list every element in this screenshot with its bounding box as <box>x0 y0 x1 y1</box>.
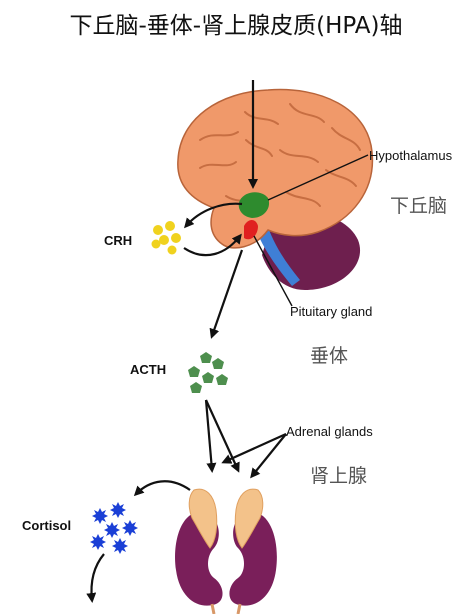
pointer-adrenal-right <box>250 433 287 479</box>
arrow-adrenal-to-cortisol <box>133 480 191 497</box>
hypothalamus-region <box>238 192 270 218</box>
label-cortisol: Cortisol <box>22 518 71 533</box>
label-pituitary-zh: 垂体 <box>310 345 348 367</box>
label-acth: ACTH <box>130 362 166 377</box>
diagram-title: 下丘脑-垂体-肾上腺皮质(HPA)轴 <box>69 13 403 39</box>
label-adrenal: Adrenal glands <box>286 424 373 439</box>
arrow-crh-to-pituitary <box>183 233 242 257</box>
label-pituitary: Pituitary gland <box>290 304 372 319</box>
right-ureter <box>236 603 242 614</box>
right-adrenal <box>234 488 264 549</box>
pointer-pituitary <box>253 235 293 307</box>
brain-illustration <box>177 88 374 290</box>
arrow-acth-to-adrenal-left <box>204 399 217 473</box>
acth-molecules <box>188 352 228 393</box>
cortisol-molecules <box>90 502 138 554</box>
arrow-hypothalamus-to-crh <box>184 202 243 229</box>
left-adrenal <box>188 488 218 549</box>
arrows <box>86 80 287 603</box>
kidneys-illustration <box>175 488 277 614</box>
left-ureter <box>210 603 216 614</box>
pointer-adrenal-left <box>221 432 287 464</box>
pointer-hypothalamus <box>267 154 369 201</box>
pituitary-region <box>244 220 258 240</box>
crh-molecules <box>151 221 181 255</box>
cerebrum <box>177 88 374 249</box>
label-hypothalamus: Hypothalamus <box>369 148 453 163</box>
brain-folds <box>199 103 361 207</box>
label-adrenal-zh: 肾上腺 <box>310 465 367 487</box>
label-pointers <box>253 154 369 307</box>
label-hypothalamus-zh: 下丘脑 <box>390 195 447 217</box>
label-crh: CRH <box>104 233 132 248</box>
arrow-pituitary-to-acth <box>209 249 244 339</box>
arrow-cortisol-out <box>86 553 105 603</box>
